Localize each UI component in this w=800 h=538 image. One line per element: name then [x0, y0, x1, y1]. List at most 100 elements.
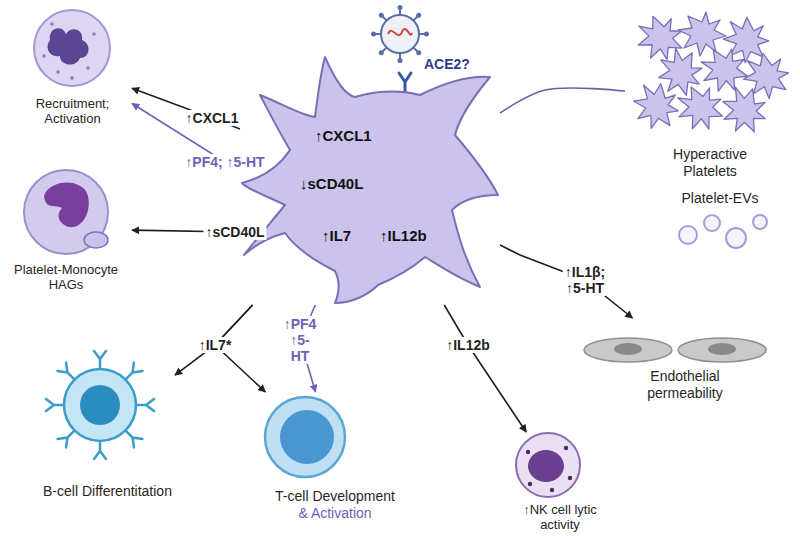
edge-label: ↑PF4 ↑5-HT [282, 316, 319, 364]
monocyte-icon-part [44, 183, 89, 228]
endothelial-cells-icon [584, 338, 766, 362]
nk-cell-icon-part [526, 450, 530, 454]
b-cell-icon [46, 351, 154, 459]
virus-icon-part [416, 13, 421, 18]
neutrophil-icon-part [42, 54, 46, 58]
node-text: Platelet-EVs [681, 190, 758, 207]
endothelial-cells-icon-part [708, 343, 736, 355]
b-cell-node: B-cell Differentitation [40, 352, 175, 500]
extracellular-vesicles-icon-part [753, 215, 767, 229]
neutrophil-icon-part [34, 10, 110, 86]
platelet-body [242, 57, 498, 303]
neutrophil-icon-part [56, 70, 60, 74]
hyperactive-platelets-icon-part [671, 81, 729, 136]
b-cell-icon-part [64, 369, 136, 441]
neutrophil-icon [34, 10, 110, 86]
nk-cell-icon-part [564, 446, 568, 450]
extracellular-vesicles-icon-part [704, 215, 720, 231]
hyperactive-platelets-icon-part [624, 73, 689, 138]
connector-arrow [500, 88, 625, 113]
receptor-label: ACE2? [424, 56, 470, 72]
neutrophil-icon-part [50, 22, 54, 26]
virus-icon-part [398, 5, 403, 10]
connector-arrow [215, 305, 265, 392]
node-text: Endothelial permeability [625, 368, 745, 402]
monocyte-icon [24, 170, 108, 254]
t-cell-icon-part [280, 410, 334, 464]
virus-icon-part [416, 50, 421, 55]
b-cell-icon-part [94, 351, 106, 369]
nk-cell-icon-part [568, 476, 572, 480]
endothelial-cells-icon-part [678, 338, 766, 362]
virus-icon-part [371, 32, 376, 37]
ace2-receptor [399, 73, 411, 94]
hyperactive-platelets-icon-part [697, 44, 752, 96]
b-cell-icon-part [136, 399, 154, 411]
virus-icon-part [381, 15, 419, 53]
edge-label: ↑IL1β; ↑5-HT [563, 264, 607, 296]
nk-cell-icon-part [550, 488, 554, 492]
endothelium-node: Endothelial permeability [590, 318, 780, 402]
hyperactive-platelets-icon-part [713, 78, 775, 142]
monocyte-node: Platelet-Monocyte HAGs [0, 165, 132, 293]
node-text: ↑CXCL1 [315, 127, 372, 145]
hyperactive-platelets-node: Hyperactive Platelets [625, 5, 795, 180]
connector-arrow [444, 305, 526, 432]
virus-icon-part [424, 32, 429, 37]
monocyte-icon-part [84, 232, 108, 248]
connector-arrow [175, 305, 253, 375]
endothelial-cells-icon-part [614, 343, 642, 355]
t-cell-icon [265, 397, 345, 477]
edge-label: ↑CXCL1 [184, 110, 241, 126]
edge-label: ↑IL7* [197, 337, 234, 353]
hyperactive-platelets-icon [624, 8, 798, 142]
node-text: Hyperactive Platelets [655, 146, 765, 180]
connector-arrow [132, 103, 240, 163]
node-text: ↑NK cell lytic activity [510, 502, 610, 533]
b-cell-icon-part [94, 441, 106, 459]
connector-arrow [500, 245, 633, 318]
neutrophil-node: Recruitment; Activation [13, 5, 132, 127]
hyperactive-platelets-icon-part [678, 12, 726, 56]
platelet-evs-node: Platelet-EVs [660, 188, 780, 250]
nk-cell-icon [516, 433, 580, 497]
node-text: B-cell Differentitation [43, 483, 172, 500]
neutrophil-icon-part [86, 66, 90, 70]
connector-arrow [132, 88, 240, 129]
node-text: T-cell Development [275, 488, 395, 505]
connector-arrow [300, 305, 316, 392]
neutrophil-icon-part [92, 32, 96, 36]
nk-cell-icon-part [516, 433, 580, 497]
virus-icon-part [379, 13, 384, 18]
extracellular-vesicles-icon [679, 215, 767, 248]
virus-icon-part [398, 58, 403, 63]
node-text: ↑IL12b [380, 227, 427, 245]
node-text: Platelet-Monocyte HAGs [0, 262, 132, 293]
nk-cell-icon-part [528, 482, 532, 486]
t-cell-icon-part [265, 397, 345, 477]
monocyte-icon-part [24, 170, 108, 254]
extracellular-vesicles-icon-part [726, 228, 746, 248]
neutrophil-icon-part [48, 28, 89, 64]
platelet-outline [240, 55, 500, 305]
node-text: Recruitment; Activation [13, 96, 132, 127]
nk-cell-node: ↑NK cell lytic activity [490, 432, 630, 533]
platelet-cell: ↑CXCL1↓sCD40L↑IL7↑IL12b [240, 55, 500, 305]
connector-arrow [132, 230, 240, 232]
virus-icon-part [388, 29, 412, 35]
endothelial-cells-icon-part [584, 338, 672, 362]
b-cell-icon-part [46, 399, 64, 411]
node-text: & Activation [298, 505, 371, 522]
neutrophil-icon-part [70, 76, 74, 80]
t-cell-node: T-cell Development& Activation [245, 392, 425, 522]
edge-label: ↑PF4; ↑5-HT [183, 154, 266, 170]
virus-icon [371, 5, 429, 63]
extracellular-vesicles-icon-part [679, 226, 697, 244]
nk-cell-icon-part [528, 450, 564, 482]
virus-icon-part [375, 9, 425, 59]
virus-icon-part [379, 50, 384, 55]
node-text: ↑IL7 [322, 227, 351, 245]
edge-label: ↑IL12b [444, 337, 492, 353]
